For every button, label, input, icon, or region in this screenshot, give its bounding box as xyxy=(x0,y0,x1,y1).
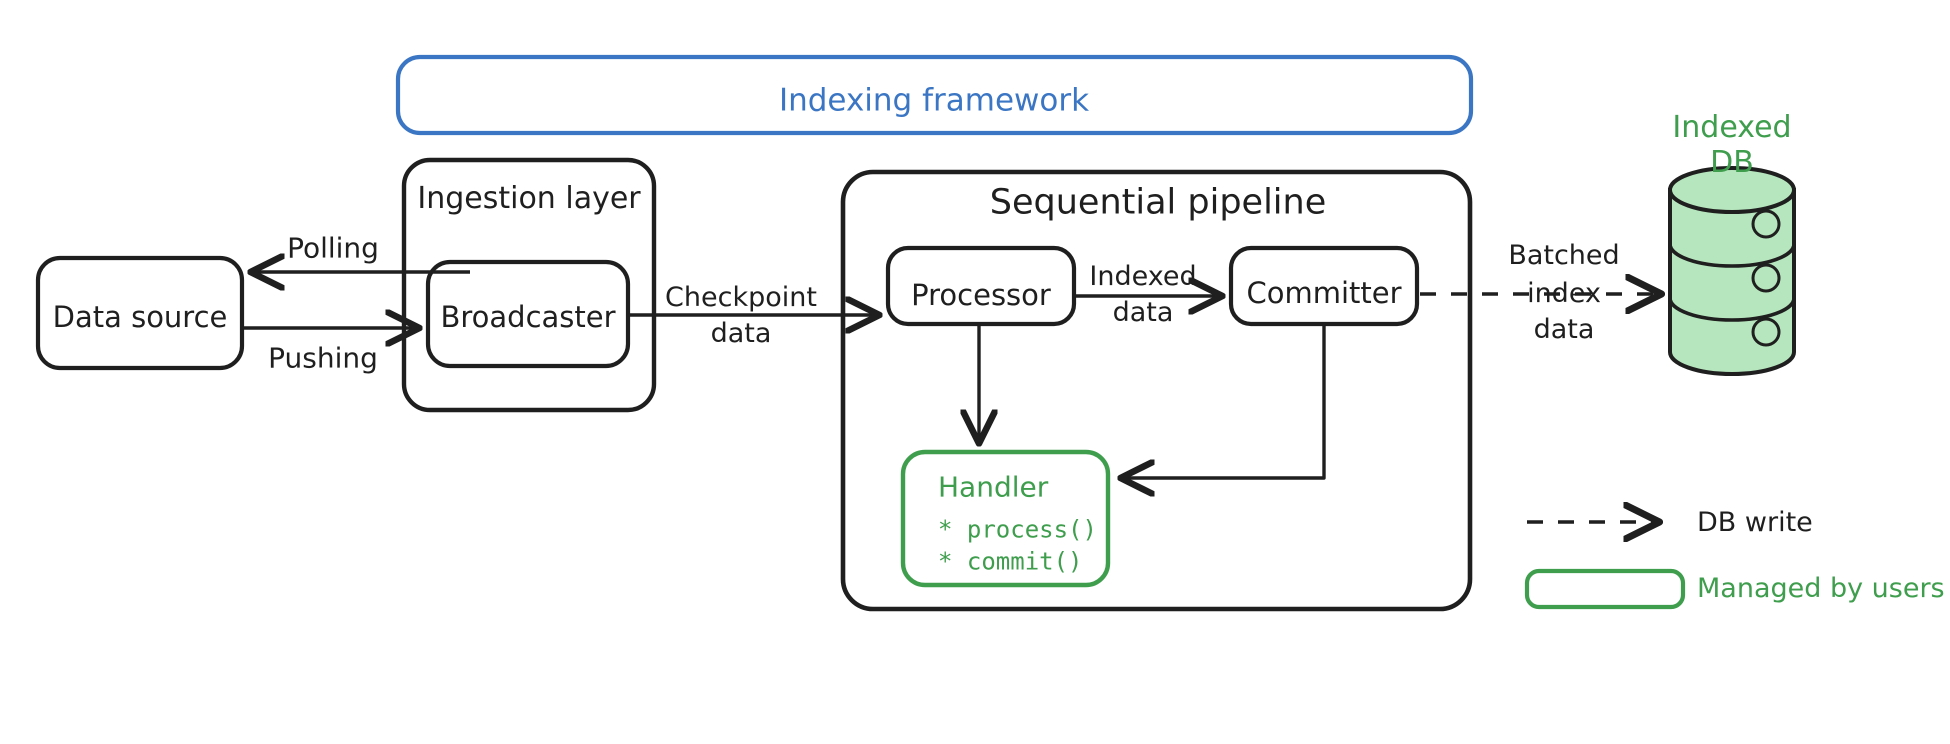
processor-box xyxy=(885,245,1077,327)
broadcaster-box xyxy=(425,259,631,369)
committer-to-handler-arrow xyxy=(1122,324,1326,478)
handler-box xyxy=(900,449,1111,588)
committer-box xyxy=(1228,245,1420,327)
data-source-box xyxy=(35,255,245,371)
indexed-db-cylinder xyxy=(1668,166,1796,376)
indexing-framework-box xyxy=(395,54,1474,136)
legend-managed-by-users-swatch xyxy=(1524,568,1686,610)
